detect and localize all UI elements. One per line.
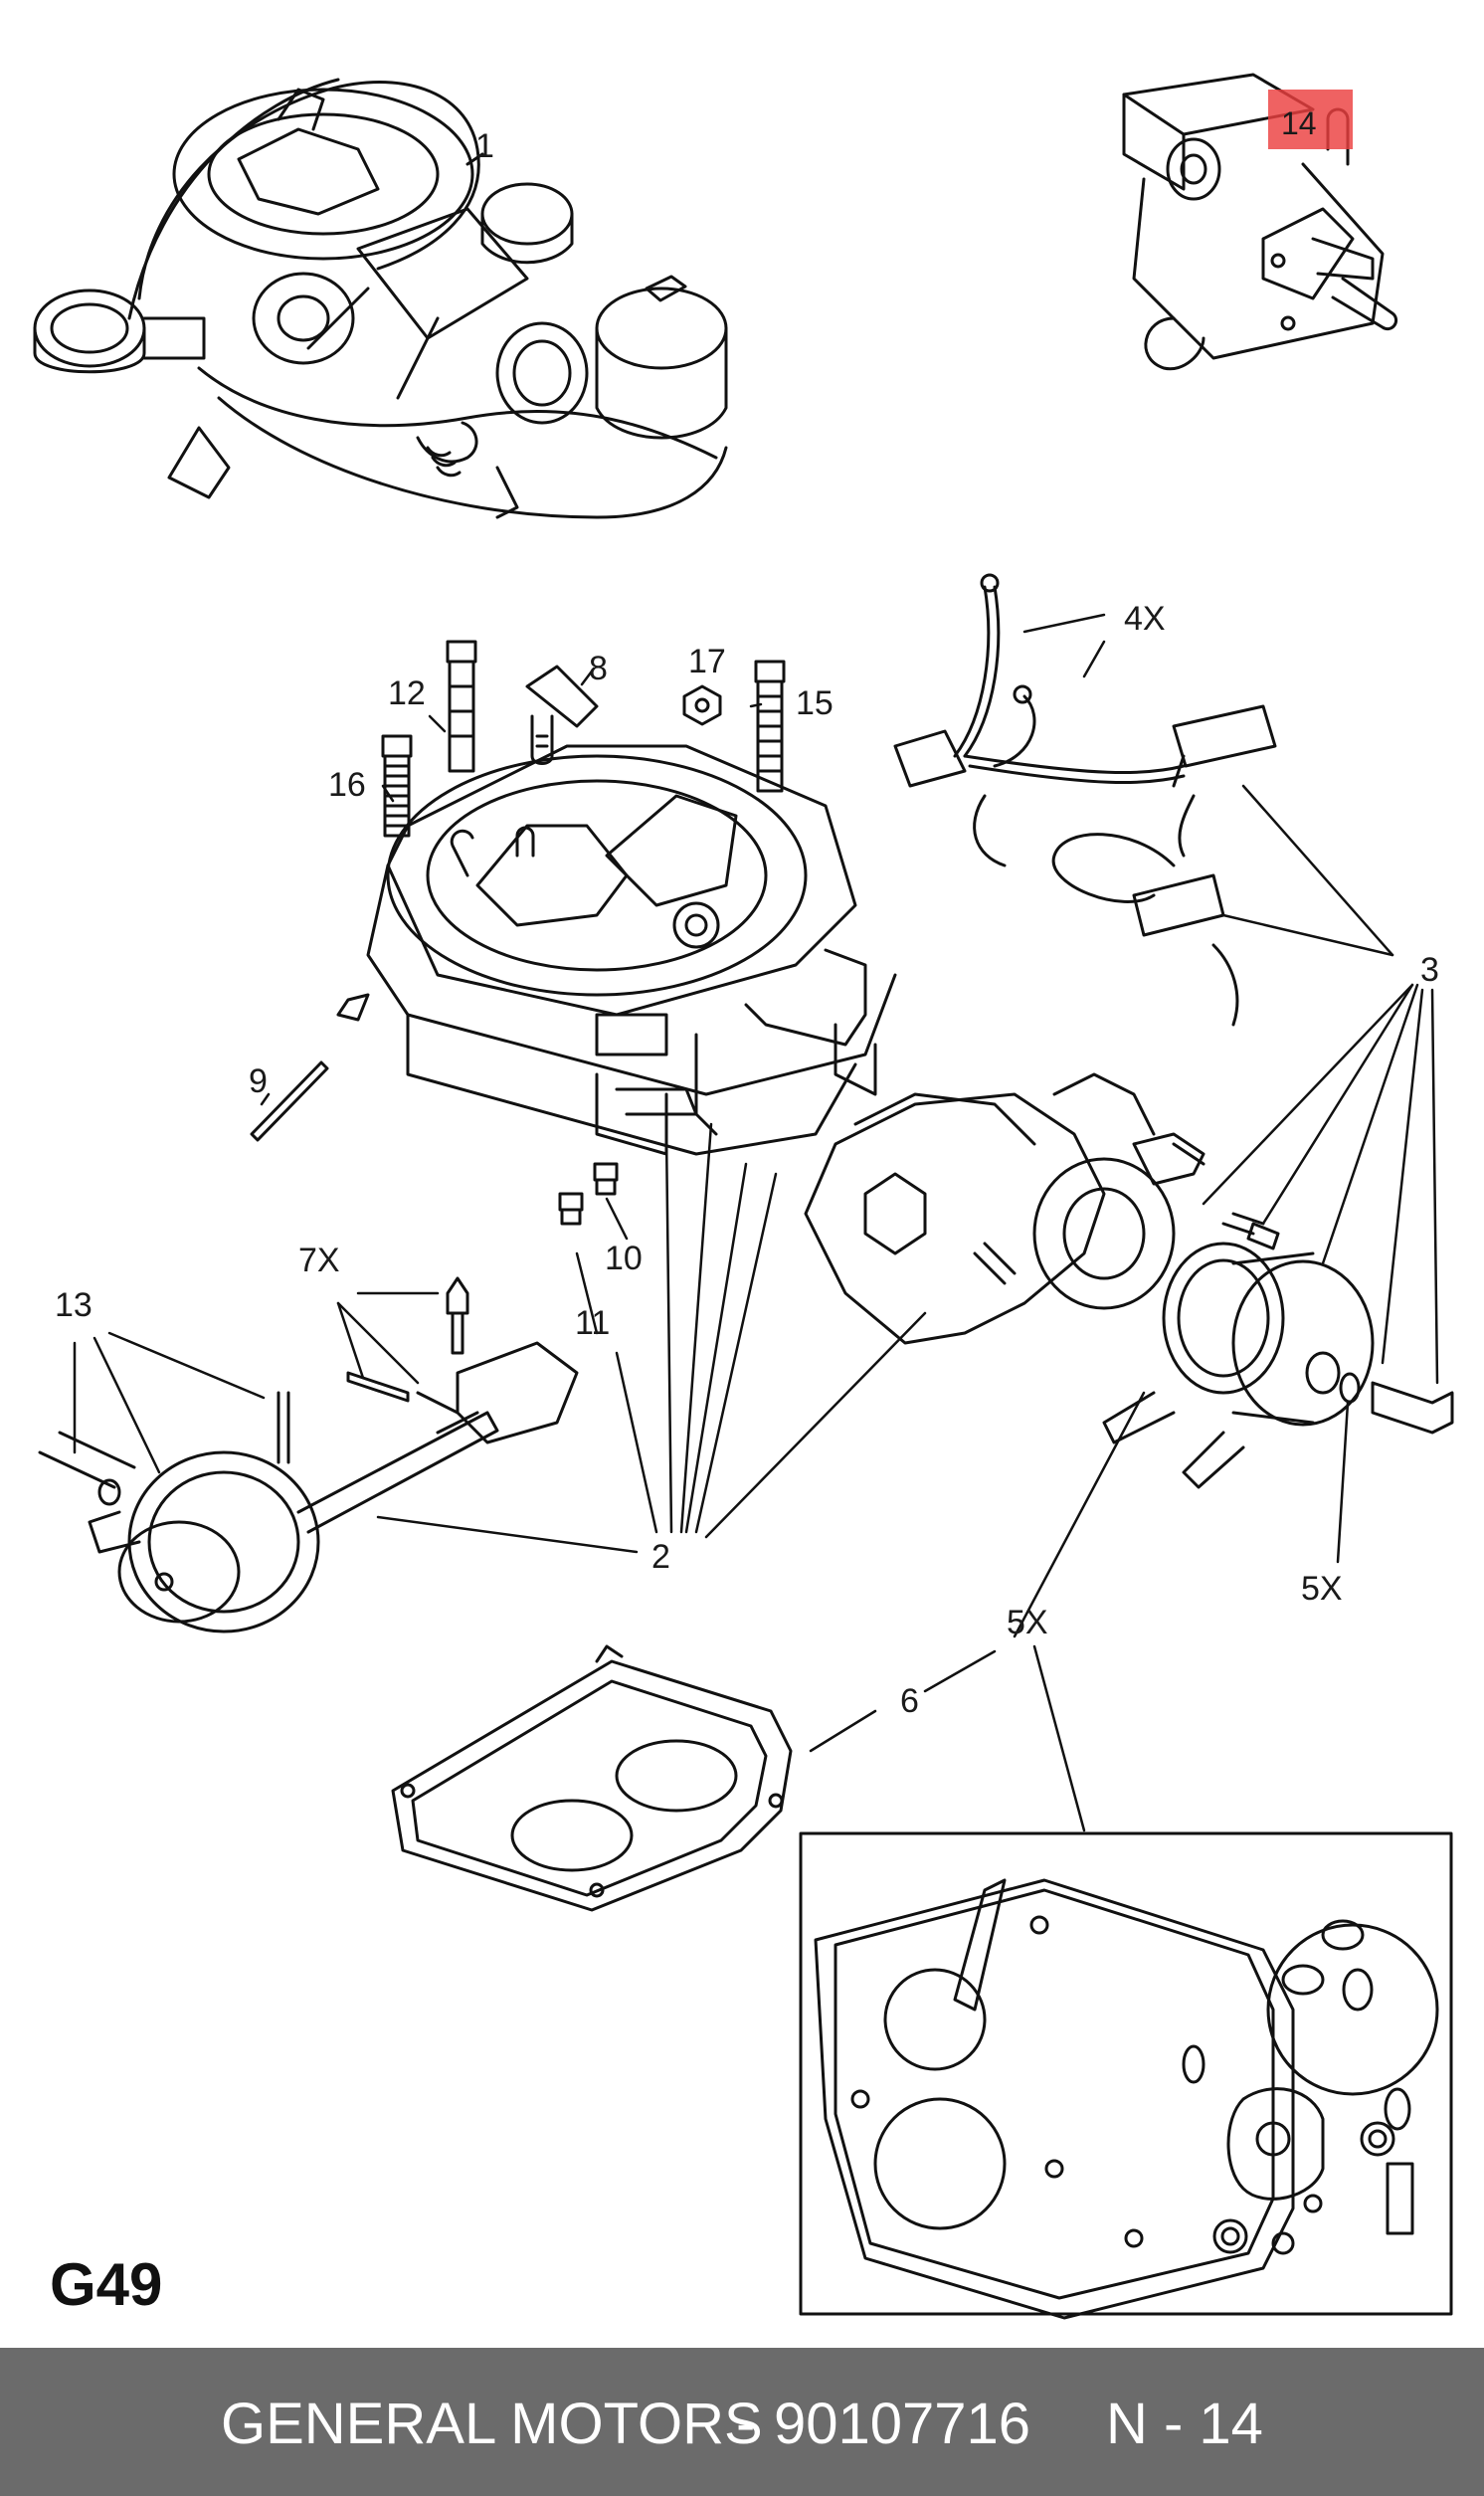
exploded-parts-diagram: 1 14 4X 8 17 12 15 16 3 9 7X 10 13 11 2 … bbox=[33, 73, 1454, 2320]
line-art bbox=[33, 73, 1454, 2320]
footer-part-number: 90107716 bbox=[774, 2392, 1031, 2456]
diagram-code: G49 bbox=[50, 2251, 163, 2318]
choke-housing-2-drawing bbox=[804, 1072, 1265, 1345]
callout-14: 14 bbox=[1281, 105, 1317, 141]
throttle-body-assembly-drawing bbox=[33, 78, 728, 519]
callout-7x: 7X bbox=[298, 1242, 340, 1279]
leader-lines bbox=[73, 613, 1439, 1832]
jets-10-11-drawing bbox=[558, 1162, 619, 1226]
callout-2: 2 bbox=[651, 1538, 670, 1576]
choke-cover-5x-drawing bbox=[1102, 1222, 1454, 1489]
highlight-box bbox=[1268, 90, 1353, 149]
wiring-harness-drawing bbox=[893, 573, 1277, 1027]
gasket-kit-box bbox=[799, 1831, 1453, 2320]
fasteners-drawing bbox=[381, 640, 786, 838]
callout-9: 9 bbox=[249, 1062, 268, 1100]
callout-10: 10 bbox=[605, 1240, 643, 1277]
pin-9-drawing bbox=[250, 1060, 329, 1142]
throttle-body-housing-drawing bbox=[336, 744, 897, 1156]
callout-11: 11 bbox=[575, 1304, 611, 1342]
callout-16: 16 bbox=[328, 766, 366, 804]
callout-3: 3 bbox=[1420, 951, 1439, 989]
callout-15: 15 bbox=[796, 684, 834, 722]
callout-12: 12 bbox=[388, 674, 426, 712]
vacuum-unit-13-drawing bbox=[38, 1341, 579, 1633]
callout-5x-lower: 5X bbox=[1007, 1604, 1048, 1641]
callout-17: 17 bbox=[688, 643, 726, 680]
callout-8: 8 bbox=[589, 650, 608, 687]
leader-line-1 bbox=[465, 152, 484, 166]
needle-valve-7x-drawing bbox=[277, 1276, 469, 1464]
callout-6: 6 bbox=[900, 1682, 919, 1720]
footer-brand: GENERAL MOTORS bbox=[221, 2392, 763, 2456]
gasket-6-drawing bbox=[391, 1644, 793, 1912]
valve-14-drawing bbox=[1122, 73, 1398, 371]
callout-5x-right: 5X bbox=[1301, 1570, 1343, 1608]
callout-4x: 4X bbox=[1124, 600, 1166, 638]
footer-ref-label: N - 14 bbox=[1106, 2392, 1263, 2456]
footer-separator: - bbox=[736, 2392, 756, 2456]
callout-1: 1 bbox=[475, 127, 494, 165]
callout-13: 13 bbox=[55, 1286, 93, 1324]
footer-bar: GENERAL MOTORS - 90107716 N - 14 bbox=[0, 2348, 1484, 2496]
